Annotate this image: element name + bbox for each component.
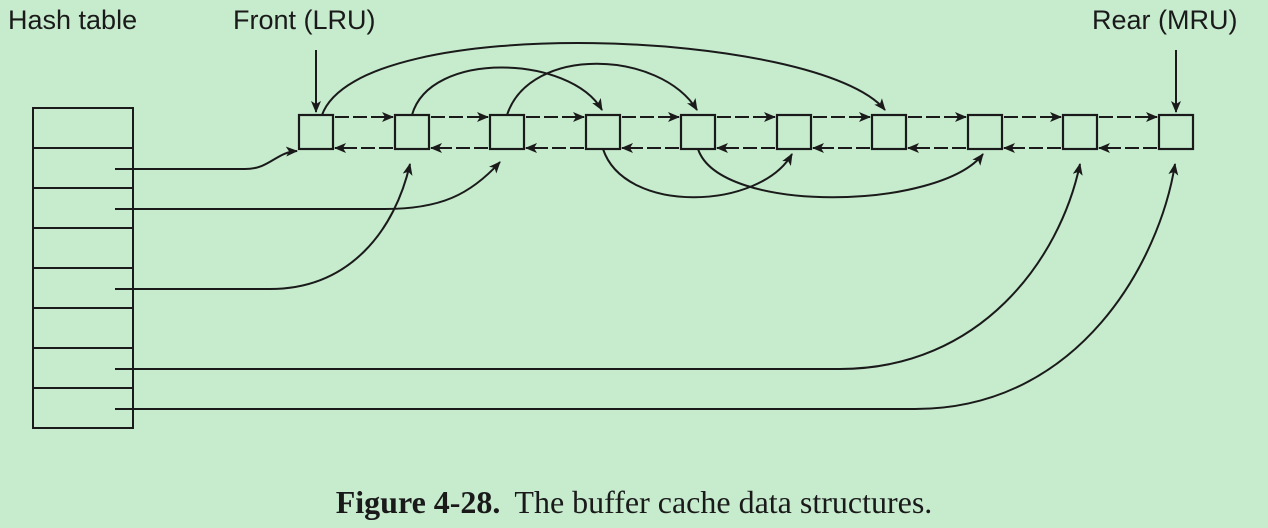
end-pointers [311, 50, 1181, 113]
buffer-block [870, 113, 908, 151]
hash-pointer-arrow [115, 146, 298, 170]
rear-mru-label: Rear (MRU) [1092, 5, 1238, 35]
list-links [334, 112, 1158, 153]
hash-pointer-arrow [115, 163, 1179, 410]
figure-caption: Figure 4-28. The buffer cache data struct… [0, 486, 1268, 518]
front-lru-label: Front (LRU) [233, 5, 376, 35]
hash-slot-pointers [115, 146, 1179, 410]
buffer-list [297, 113, 1195, 151]
buffer-block [488, 113, 526, 151]
buffer-block [1061, 113, 1099, 151]
hash-chain-links-lower [602, 148, 984, 199]
figure-caption-text: The buffer cache data structures. [514, 484, 933, 520]
hash-pointer-arrow [115, 161, 501, 210]
hash-chain-arrow [697, 148, 984, 199]
buffer-block [966, 113, 1004, 151]
figure-number: Figure 4-28. [335, 484, 501, 520]
hash-chain-arrow [321, 42, 886, 116]
buffer-block [584, 113, 622, 151]
buffer-block [1157, 113, 1195, 151]
buffer-block [297, 113, 335, 151]
hash-pointer-arrow [115, 163, 1083, 370]
buffer-block [679, 113, 717, 151]
hash-table-label: Hash table [8, 5, 138, 35]
hash-chain-arrow [411, 66, 603, 116]
hash-table [32, 107, 134, 429]
hash-chain-arrow [602, 148, 793, 199]
hash-pointer-arrow [115, 163, 413, 290]
hash-chain-arrow [506, 62, 698, 116]
buffer-block [393, 113, 431, 151]
buffer-block [775, 113, 813, 151]
hash-chain-links-upper [321, 42, 886, 116]
